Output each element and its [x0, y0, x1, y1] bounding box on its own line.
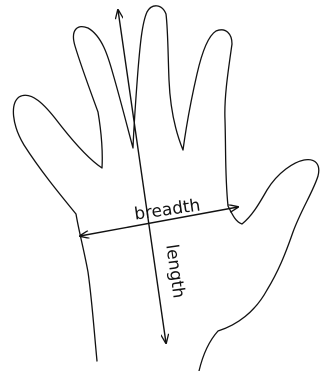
length-arrow [118, 10, 166, 343]
hand-outline [13, 6, 318, 371]
length-label: length [161, 243, 188, 299]
